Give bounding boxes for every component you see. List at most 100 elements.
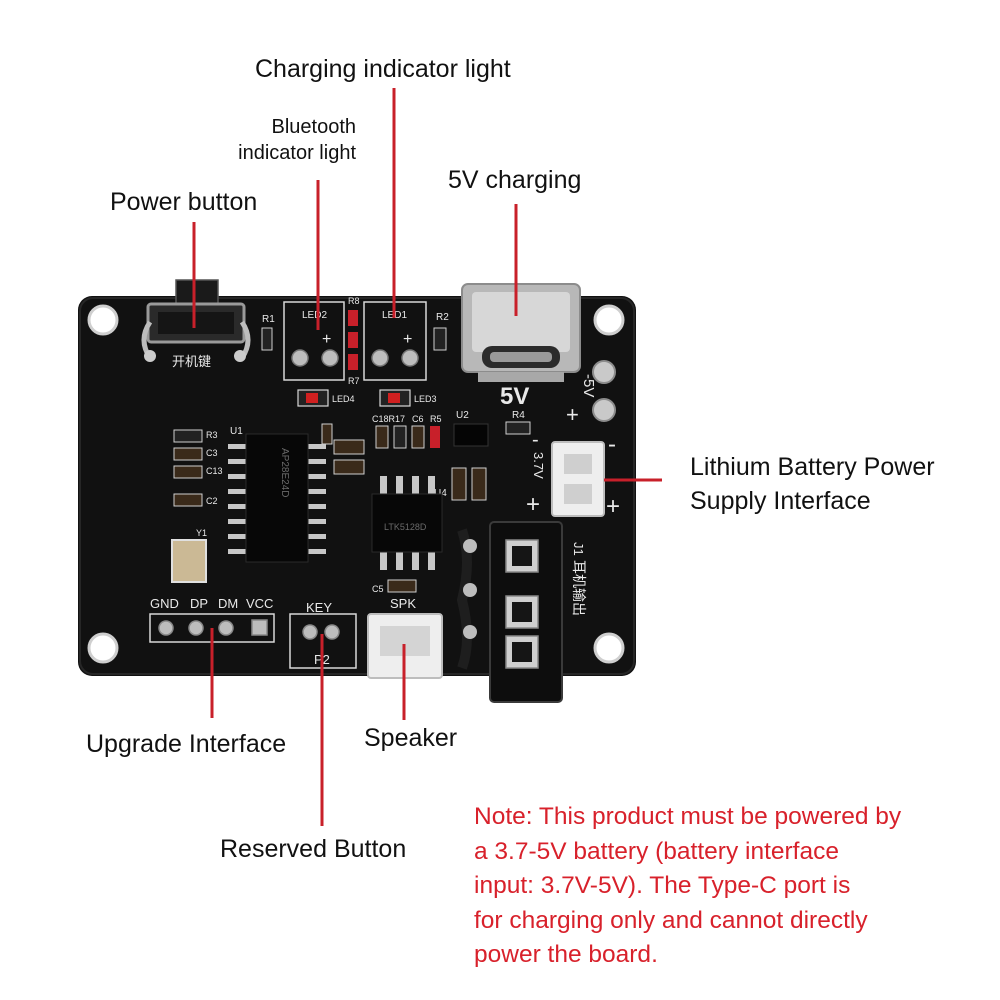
label-lithium-line2: Supply Interface bbox=[690, 487, 871, 515]
c18r17-label: C18R17 bbox=[372, 414, 405, 424]
speaker-jst-connector bbox=[367, 613, 443, 679]
led1-pad bbox=[401, 349, 419, 367]
key-pad bbox=[324, 624, 340, 640]
r4-resistor bbox=[505, 421, 531, 435]
battery-jst-connector bbox=[551, 441, 605, 517]
led3-red bbox=[388, 393, 400, 403]
label-bluetooth-line1: Bluetooth bbox=[271, 116, 356, 138]
led1-plus: + bbox=[403, 331, 412, 348]
cap-smd bbox=[393, 425, 407, 449]
side-pad bbox=[592, 360, 616, 384]
vcc-label: VCC bbox=[246, 596, 273, 611]
r5-label: R5 bbox=[430, 414, 442, 424]
spk-label: SPK bbox=[390, 596, 416, 611]
smd-part bbox=[173, 447, 203, 461]
r1-label: R1 bbox=[262, 314, 275, 325]
label-power-button: Power button bbox=[110, 188, 258, 216]
dp-label: DP bbox=[190, 596, 208, 611]
side-plus: + bbox=[566, 402, 579, 427]
u4-chip-text: LTK5128D bbox=[384, 522, 427, 532]
earphone-cn-label: 耳机输出 bbox=[571, 560, 587, 616]
led1-label: LED1 bbox=[382, 310, 407, 321]
upgrade-pad bbox=[158, 620, 174, 636]
led2-pad bbox=[321, 349, 339, 367]
power-button-switch bbox=[141, 279, 251, 362]
smd-part bbox=[333, 439, 365, 455]
r8-label: R8 bbox=[348, 296, 360, 306]
led3-label: LED3 bbox=[414, 394, 437, 404]
r2-label: R2 bbox=[436, 312, 449, 323]
led-resistor bbox=[348, 354, 358, 370]
r3-label: R3 bbox=[206, 430, 218, 440]
note-line: for charging only and cannot directly bbox=[474, 906, 868, 934]
smd-part bbox=[321, 423, 333, 445]
smd-part bbox=[471, 467, 487, 501]
r7-label: R7 bbox=[348, 376, 360, 386]
smd-part bbox=[173, 493, 203, 507]
cap-smd bbox=[375, 425, 389, 449]
smd-part bbox=[173, 429, 203, 443]
led2-pad bbox=[291, 349, 309, 367]
smd-part bbox=[173, 465, 203, 479]
r2-resistor bbox=[433, 327, 447, 351]
usb-5v-label: 5V bbox=[500, 383, 529, 410]
label-speaker: Speaker bbox=[364, 724, 458, 752]
note-line: power the board. bbox=[474, 941, 658, 968]
r1-resistor bbox=[261, 327, 273, 351]
mounting-holes bbox=[87, 304, 625, 664]
key-label: KEY bbox=[306, 600, 332, 615]
u1-pins bbox=[228, 444, 326, 554]
smd-part bbox=[387, 579, 417, 593]
smd-part bbox=[451, 467, 467, 501]
dm-label: DM bbox=[218, 596, 238, 611]
u2-chip bbox=[453, 423, 489, 447]
upgrade-pad bbox=[218, 620, 234, 636]
battery-plus: + bbox=[606, 493, 620, 520]
mounting-hole bbox=[593, 304, 625, 336]
c13-label: C13 bbox=[206, 466, 223, 476]
label-bluetooth-indicator: Bluetooth indicator light bbox=[210, 114, 356, 166]
led2-frame bbox=[283, 301, 345, 381]
u2-label: U2 bbox=[456, 410, 469, 421]
earphone-jack bbox=[456, 521, 563, 703]
led1-pad bbox=[371, 349, 389, 367]
note-line: Note: This product must be powered by bbox=[474, 803, 902, 830]
led-resistor bbox=[348, 310, 358, 326]
label-bluetooth-line2: indicator light bbox=[238, 142, 356, 164]
key-pad bbox=[302, 624, 318, 640]
res-smd bbox=[430, 426, 440, 448]
power-key-cn-label: 开机键 bbox=[172, 354, 211, 369]
note-text-block: Note: This product must be powered by a … bbox=[474, 800, 994, 973]
note-line: input: 3.7V-5V). The Type-C port is bbox=[474, 872, 851, 899]
label-lithium-battery: Lithium Battery Power Supply Interface bbox=[690, 450, 935, 518]
u4-chip bbox=[371, 493, 443, 553]
label-lithium-line1: Lithium Battery Power bbox=[690, 453, 935, 481]
led4-red bbox=[306, 393, 318, 403]
label-upgrade-interface: Upgrade Interface bbox=[86, 730, 287, 758]
y1-label: Y1 bbox=[196, 528, 207, 538]
c3-label: C3 bbox=[206, 448, 218, 458]
u1-chip-text: AP28E24D bbox=[279, 448, 290, 497]
battery-minus-left: - bbox=[532, 429, 539, 451]
usb-c-port bbox=[461, 283, 581, 382]
y1-crystal bbox=[171, 539, 207, 583]
led2-plus: + bbox=[322, 331, 331, 348]
mounting-hole bbox=[87, 304, 119, 336]
battery-3v7-label: 3.7V bbox=[531, 452, 546, 479]
note-line: a 3.7-5V battery (battery interface bbox=[474, 837, 839, 865]
smd-part bbox=[333, 459, 365, 475]
upgrade-pad bbox=[188, 620, 204, 636]
label-charging-indicator: Charging indicator light bbox=[255, 55, 511, 83]
pcb-edge bbox=[79, 297, 635, 675]
battery-minus: - bbox=[608, 431, 616, 458]
p2-label: P2 bbox=[314, 652, 330, 667]
c6-label: C6 bbox=[412, 414, 424, 424]
side-pad bbox=[592, 398, 616, 422]
u1-label: U1 bbox=[230, 426, 243, 437]
led-resistor bbox=[348, 332, 358, 348]
j1-label: J1 bbox=[571, 542, 586, 556]
label-reserved-button: Reserved Button bbox=[220, 835, 407, 863]
upgrade-pad-square bbox=[251, 619, 268, 636]
